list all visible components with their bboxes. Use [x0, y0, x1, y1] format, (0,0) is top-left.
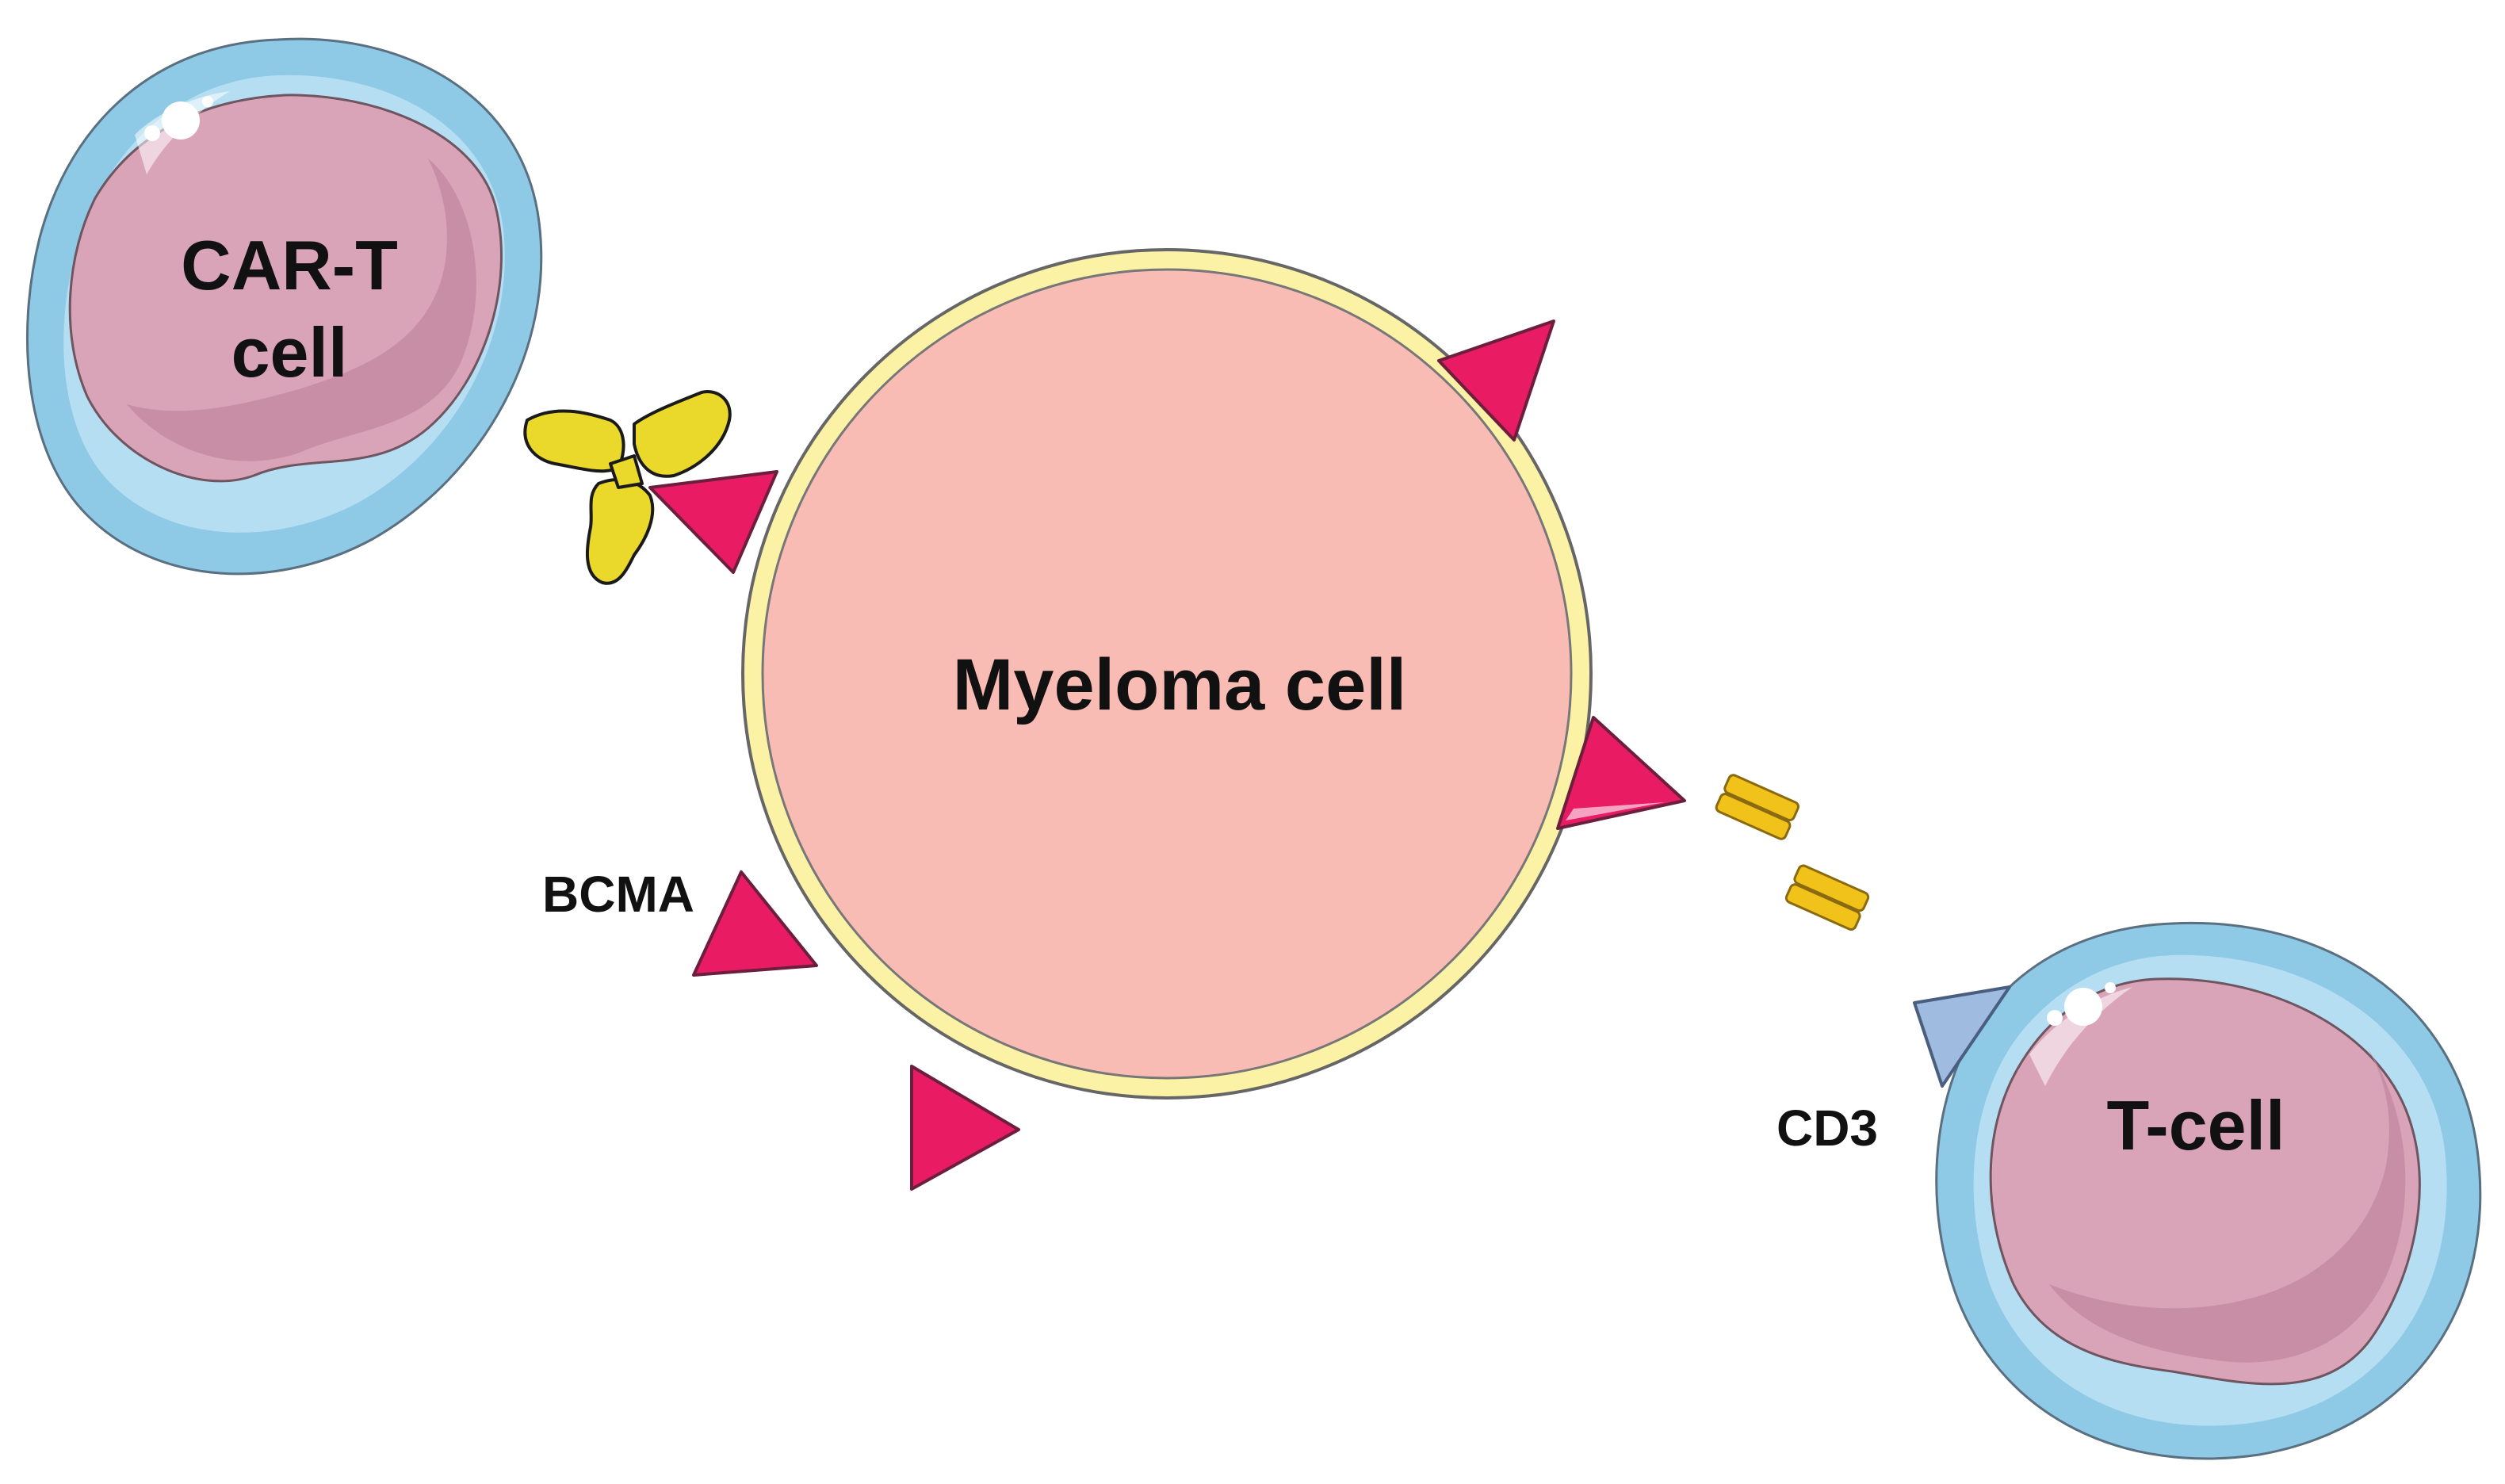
myeloma-cell-label: Myeloma cell — [953, 644, 1407, 725]
bcma-markers — [648, 319, 1686, 1191]
car-t-cell-bubble-tiny — [202, 96, 213, 107]
bispecific-upper-bar-1 — [1723, 774, 1799, 822]
bcma-marker-left — [692, 870, 818, 977]
t-cell-nucleus-shade — [2049, 1046, 2406, 1363]
car-receptor-hinge — [609, 454, 644, 489]
car-t-cell-label-line2: cell — [231, 313, 348, 392]
bcma-marker-bottom — [910, 1065, 1020, 1191]
car-receptor-arm-left — [523, 409, 625, 473]
car-t-cell-highlight — [135, 91, 230, 174]
bispecific-lower-bar-1 — [1793, 864, 1870, 912]
t-cell-bubble-small — [2047, 1010, 2063, 1026]
car-t-cell-bubble-small — [144, 125, 160, 141]
bcma-marker-right-shine — [1566, 802, 1665, 820]
bcma-marker-top-left — [648, 470, 778, 574]
t-cell-label: T-cell — [2107, 1086, 2285, 1165]
myeloma-cell: Myeloma cell — [741, 248, 1593, 1100]
bispecific-antibody — [1715, 774, 1870, 931]
car-t-cell: CAR-T cell — [25, 37, 543, 576]
car-t-cell-label-line1: CAR-T — [181, 226, 398, 304]
t-cell-highlight — [2029, 987, 2132, 1086]
cd3-marker — [1913, 985, 2011, 1088]
bcma-marker-right — [1556, 716, 1686, 830]
t-cell: T-cell — [1935, 921, 2482, 1460]
bispecific-segment-upper — [1715, 774, 1799, 840]
t-cell-bubble-tiny — [2105, 982, 2116, 993]
car-receptor-arm-right — [633, 390, 732, 478]
bispecific-segment-lower — [1784, 864, 1870, 931]
car-receptor — [523, 390, 732, 585]
bcma-label: BCMA — [542, 866, 694, 923]
t-cell-bubble-large — [2064, 988, 2102, 1026]
car-receptor-stem — [585, 478, 655, 585]
car-t-cell-bubble-large — [162, 101, 200, 140]
bispecific-upper-bar-2 — [1715, 793, 1792, 840]
bispecific-lower-bar-2 — [1784, 883, 1861, 931]
cd3-label: CD3 — [1776, 1100, 1878, 1157]
bcma-marker-top-right — [1437, 319, 1555, 442]
car-t-cell-nucleus-shade — [127, 159, 476, 461]
cd3-marker-shape — [1913, 985, 2011, 1088]
myeloma-cell-body — [761, 268, 1573, 1080]
